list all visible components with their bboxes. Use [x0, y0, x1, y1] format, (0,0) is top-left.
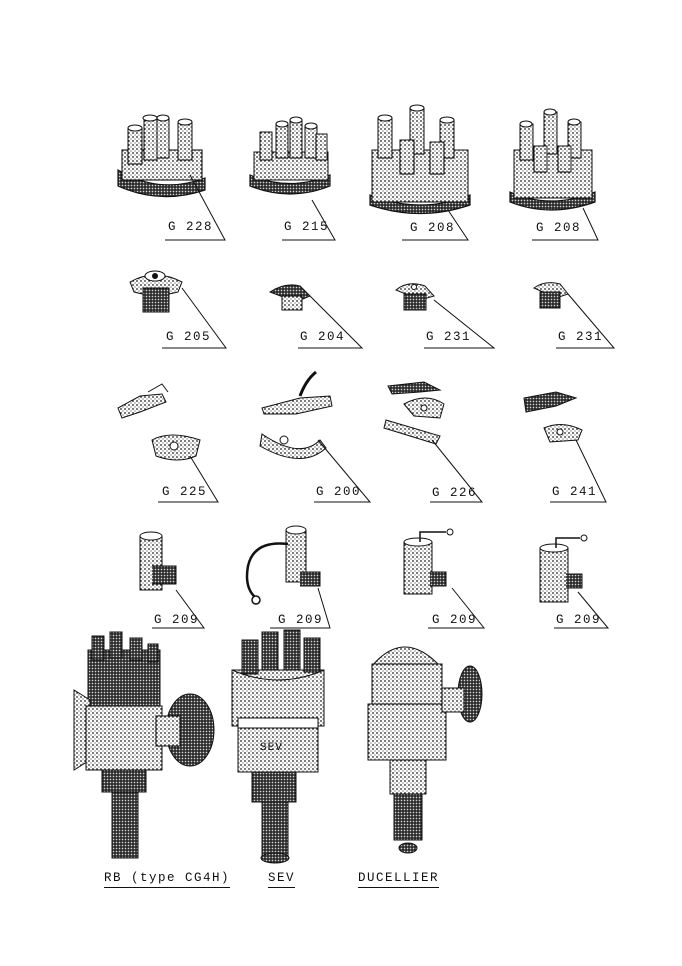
contact-set-g200	[259, 370, 333, 459]
part-label-condenser-4: G 209	[556, 613, 602, 627]
part-label-condenser-3: G 209	[432, 613, 478, 627]
rotor-g205	[129, 270, 183, 313]
part-label-contact-1: G 225	[162, 485, 208, 499]
distributor-cap-g208-a	[369, 104, 471, 215]
part-label-cap-4: G 208	[536, 221, 582, 235]
distributor-ducellier	[367, 646, 483, 854]
distributor-cap-g215	[249, 116, 331, 195]
part-label-rotor-2: G 204	[300, 330, 346, 344]
condenser-g209-a	[139, 531, 177, 591]
contact-set-g241	[523, 391, 583, 443]
distributor-sev	[231, 629, 325, 864]
sev-stamp: SEV	[260, 742, 283, 754]
contact-set-g226	[383, 381, 445, 445]
condenser-g209-b	[245, 525, 321, 605]
part-label-rotor-3: G 231	[426, 330, 472, 344]
part-label-condenser-1: G 209	[154, 613, 200, 627]
part-label-contact-3: G 226	[432, 486, 478, 500]
distributor-cap-g208-b	[509, 108, 596, 211]
part-label-rotor-1: G 205	[166, 330, 212, 344]
part-label-rotor-4: G 231	[558, 330, 604, 344]
part-label-condenser-2: G 209	[278, 613, 324, 627]
distributor-rb	[73, 631, 215, 859]
rotor-g231-a	[395, 283, 435, 311]
contact-set-g225	[117, 383, 201, 461]
part-label-contact-4: G 241	[552, 485, 598, 499]
rotor-g204	[268, 284, 311, 311]
distributor-label-rb: RB (type CG4H)	[104, 871, 231, 888]
distributor-label-ducellier: DUCELLIER	[358, 871, 440, 888]
part-label-cap-2: G 215	[284, 220, 330, 234]
part-label-cap-1: G 228	[168, 220, 214, 234]
part-label-contact-2: G 200	[316, 485, 362, 499]
condenser-g209-c	[403, 528, 454, 595]
rotor-g231-b	[533, 282, 569, 309]
part-label-cap-3: G 208	[410, 221, 456, 235]
condenser-g209-d	[539, 534, 588, 603]
distributor-cap-g228	[117, 114, 206, 198]
distributor-label-sev: SEV	[268, 871, 296, 888]
